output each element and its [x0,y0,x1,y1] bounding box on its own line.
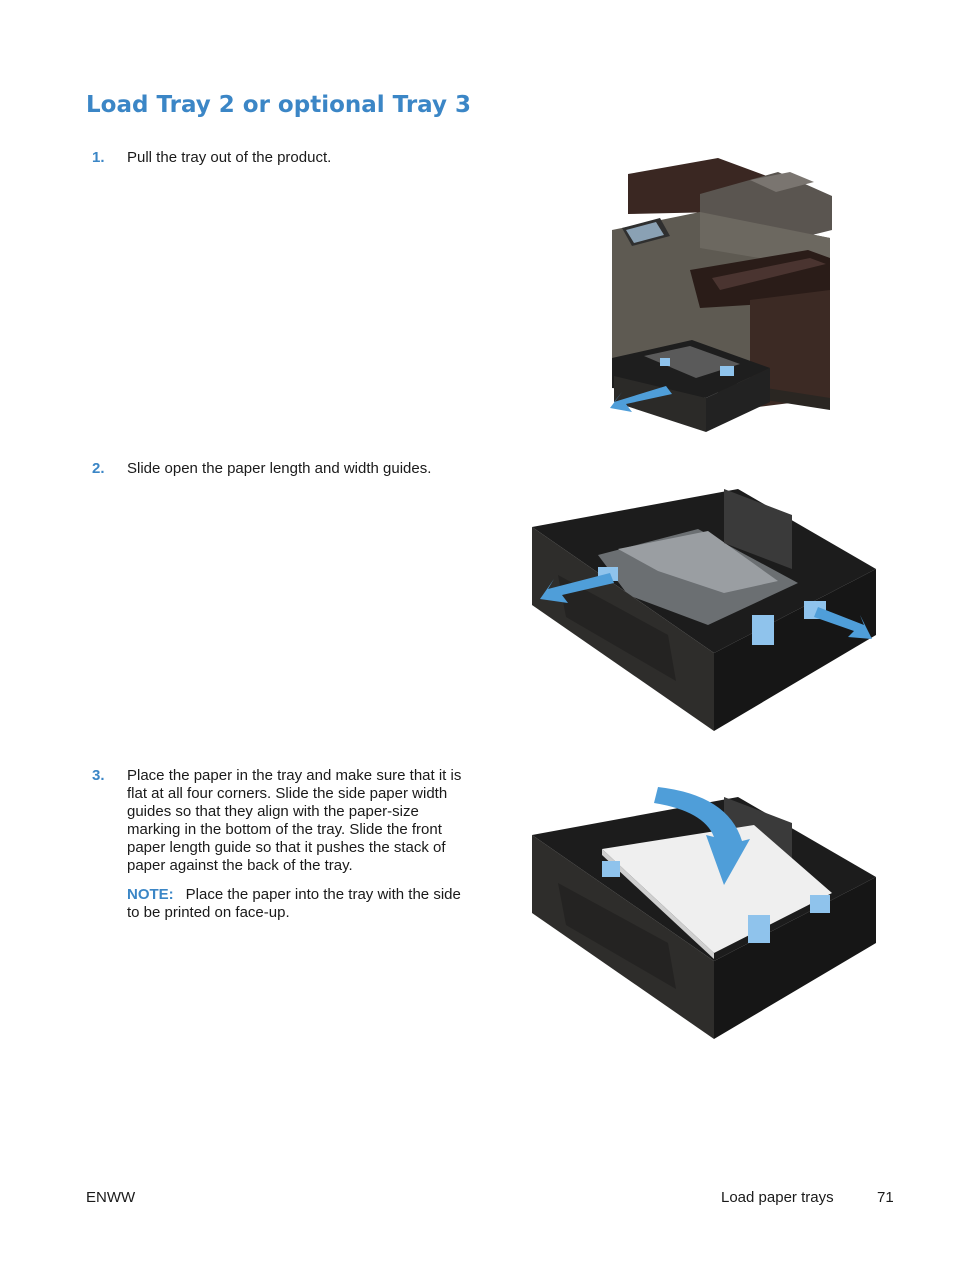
note: NOTE:Place the paper into the tray with … [127,886,462,922]
page-number: 71 [877,1189,894,1206]
rear-length-guide [724,489,792,569]
step-number: 2. [92,460,105,477]
step-text: Place the paper in the tray and make sur… [127,767,462,874]
front-length-guide [748,915,770,943]
right-arrow-icon [814,607,872,639]
right-width-guide [810,895,830,913]
step-text: Pull the tray out of the product. [127,149,332,166]
note-text: Place the paper into the tray with the s… [127,886,461,921]
pull-arrow-icon [610,386,672,412]
step-text: Slide open the paper length and width gu… [127,460,432,477]
place-paper-arrow-icon [654,787,750,885]
page-title: Load Tray 2 or optional Tray 3 [86,92,471,118]
tray-guides-illustration [532,489,876,731]
width-guide-tab [720,366,734,376]
tray-handle [558,883,676,989]
printer-illustration [610,158,832,432]
footer-left: ENWW [86,1189,136,1206]
paper-stack [602,825,832,953]
tray-paper-illustration [532,787,876,1039]
note-label: NOTE: [127,886,174,903]
left-width-guide [602,861,620,877]
step-number: 1. [92,149,105,166]
front-length-guide [752,615,774,645]
footer-section: Load paper trays [721,1189,834,1206]
left-arrow-icon [540,573,614,603]
step-number: 3. [92,767,105,784]
tray-handle [558,575,676,681]
